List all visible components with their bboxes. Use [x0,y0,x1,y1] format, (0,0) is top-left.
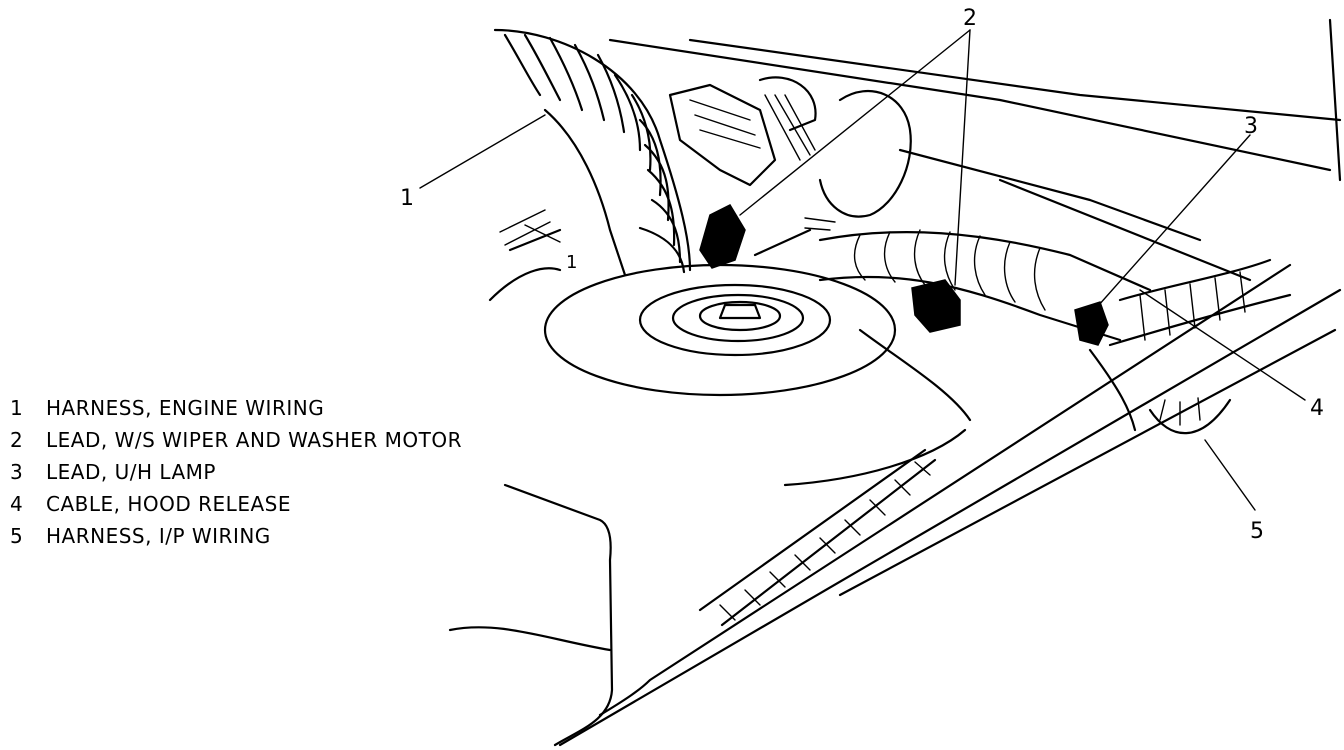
legend-label: LEAD, W/S WIPER AND WASHER MOTOR [46,428,463,452]
legend-label: HARNESS, I/P WIRING [46,524,271,548]
body-panel [448,209,1342,747]
legend-number: 5 [10,524,24,548]
callout-1: 1 [400,186,414,211]
callout-5: 5 [1250,519,1264,544]
small-mark: 1 [566,252,577,273]
callout-2: 2 [963,6,977,31]
leader-lines [419,29,1306,511]
legend-item: 2 LEAD, W/S WIPER AND WASHER MOTOR [10,424,462,456]
legend-item: 1 HARNESS, ENGINE WIRING [10,392,462,424]
wiper-motor-connector [668,76,912,269]
center-harness [818,229,1152,346]
engine-wiring-harness [493,28,692,277]
legend-item: 4 CABLE, HOOD RELEASE [10,488,462,520]
callout-4: 4 [1310,396,1324,421]
fender-harness [698,448,937,627]
legend-item: 3 LEAD, U/H LAMP [10,456,462,488]
legend-label: CABLE, HOOD RELEASE [46,492,291,516]
pulley-disc [543,263,972,422]
legend-number: 1 [10,396,24,420]
legend-label: HARNESS, ENGINE WIRING [46,396,325,420]
legend: 1 HARNESS, ENGINE WIRING 2 LEAD, W/S WIPER… [10,392,462,552]
legend-number: 4 [10,492,24,516]
legend-label: LEAD, U/H LAMP [46,460,216,484]
legend-item: 5 HARNESS, I/P WIRING [10,520,462,552]
legend-number: 3 [10,460,24,484]
cowl-panel [608,18,1342,282]
ip-wiring-harness [1088,258,1292,435]
callout-3: 3 [1244,114,1258,139]
legend-number: 2 [10,428,24,452]
